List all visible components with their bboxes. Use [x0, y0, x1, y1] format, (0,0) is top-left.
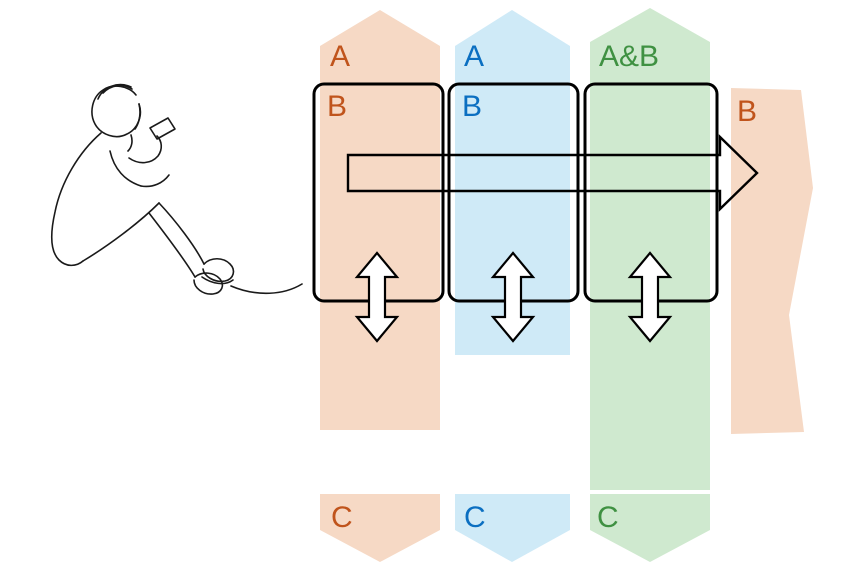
band-right-orange — [731, 88, 813, 434]
label-bottom-blue: C — [464, 501, 486, 534]
label-bottom-green: C — [597, 501, 619, 534]
label-box-orange: B — [327, 90, 348, 123]
chevron-bottom-orange — [320, 494, 440, 562]
updown-arrow-orange — [354, 251, 400, 343]
seated-person-line-drawing-icon — [50, 83, 303, 295]
right-arrow — [346, 134, 759, 212]
band-column-orange — [320, 10, 440, 430]
updown-arrow-green — [627, 251, 673, 343]
label-box-blue: B — [462, 90, 483, 123]
label-top-blue: A — [464, 40, 485, 73]
label-bottom-orange: C — [331, 501, 353, 534]
band-column-blue — [455, 10, 570, 355]
label-right-band: B — [737, 95, 758, 128]
chevron-bottom-blue — [455, 494, 570, 562]
label-top-green: A&B — [599, 40, 660, 73]
chevron-bottom-green — [590, 494, 710, 562]
label-top-orange: A — [330, 40, 351, 73]
updown-arrow-blue — [490, 251, 536, 343]
band-column-green — [590, 8, 710, 490]
